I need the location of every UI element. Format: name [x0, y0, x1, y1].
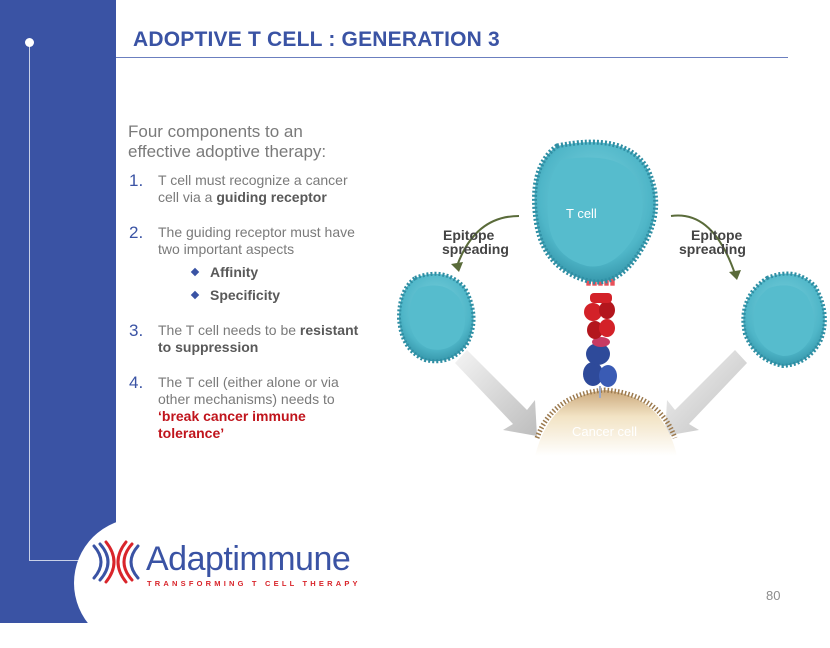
aspect-item: Specificity: [186, 287, 368, 304]
logo-tagline: TRANSFORMING T CELL THERAPY: [147, 579, 361, 588]
aspect-label: Specificity: [210, 287, 281, 303]
item-number: 1.: [129, 171, 144, 190]
left-t-cell: [396, 271, 476, 364]
item-emphasis-red: ‘break cancer immune tolerance’: [158, 408, 306, 441]
sidebar-dot: [25, 38, 34, 47]
list-item: 2. The guiding receptor must have two im…: [128, 224, 368, 304]
logo-name: Adaptimmune: [146, 540, 351, 578]
list-item: 1. T cell must recognize a cancer cell v…: [128, 172, 368, 206]
epitope-arrow-right: [670, 214, 741, 280]
slide-title: ADOPTIVE T CELL : GENERATION 3: [133, 28, 500, 51]
right-t-cell: [741, 271, 827, 369]
epitope-left-line1: Epitope: [443, 227, 495, 243]
item-text: The guiding receptor must have two impor…: [158, 224, 355, 257]
item-text: T cell must recognize a cancer cell via …: [158, 172, 348, 205]
epitope-left-line2: spreading: [442, 241, 509, 257]
content-panel: Four components to an effective adoptive…: [128, 122, 368, 460]
sidebar-vertical-line: [29, 42, 30, 560]
list-item: 3. The T cell needs to be resistant to s…: [128, 322, 368, 356]
diamond-bullet-icon: [190, 290, 200, 300]
aspect-label: Affinity: [210, 264, 259, 280]
t-cell-label: T cell: [566, 206, 597, 221]
item-emphasis: guiding receptor: [216, 189, 327, 205]
item-number: 4.: [129, 373, 144, 392]
epitope-right-line2: spreading: [679, 241, 746, 257]
item-number: 3.: [129, 321, 144, 340]
right-arrow: [665, 350, 747, 436]
item-text: The T cell needs to be: [158, 322, 300, 338]
item-emphasis: resistant to suppression: [158, 322, 359, 355]
component-list: 1. T cell must recognize a cancer cell v…: [128, 172, 368, 442]
list-item: 4. The T cell (either alone or via other…: [128, 374, 368, 442]
page-number: 80: [766, 588, 781, 603]
epitope-right-line1: Epitope: [691, 227, 743, 243]
cancer-cell-label: Cancer cell: [572, 424, 637, 439]
left-arrow: [455, 350, 537, 436]
diamond-bullet-icon: [190, 267, 200, 277]
item-text: The T cell (either alone or via other me…: [158, 374, 339, 407]
mhc-complex: [583, 337, 617, 398]
aspect-item: Affinity: [186, 264, 368, 281]
sidebar-horizontal-line: [29, 560, 109, 561]
sidebar: [0, 0, 116, 623]
cancer-cell: Cancer cell: [534, 387, 678, 456]
intro-text: Four components to an effective adoptive…: [128, 122, 327, 161]
t-cell: T cell: [532, 139, 659, 285]
aspect-list: Affinity Specificity: [186, 264, 368, 304]
adaptimmune-logo-icon: [92, 540, 140, 584]
t-cell-diagram: Cancer cell T cell: [396, 139, 827, 456]
title-rule: [116, 57, 788, 58]
item-number: 2.: [129, 223, 144, 242]
epitope-arrow-left: [451, 215, 520, 272]
